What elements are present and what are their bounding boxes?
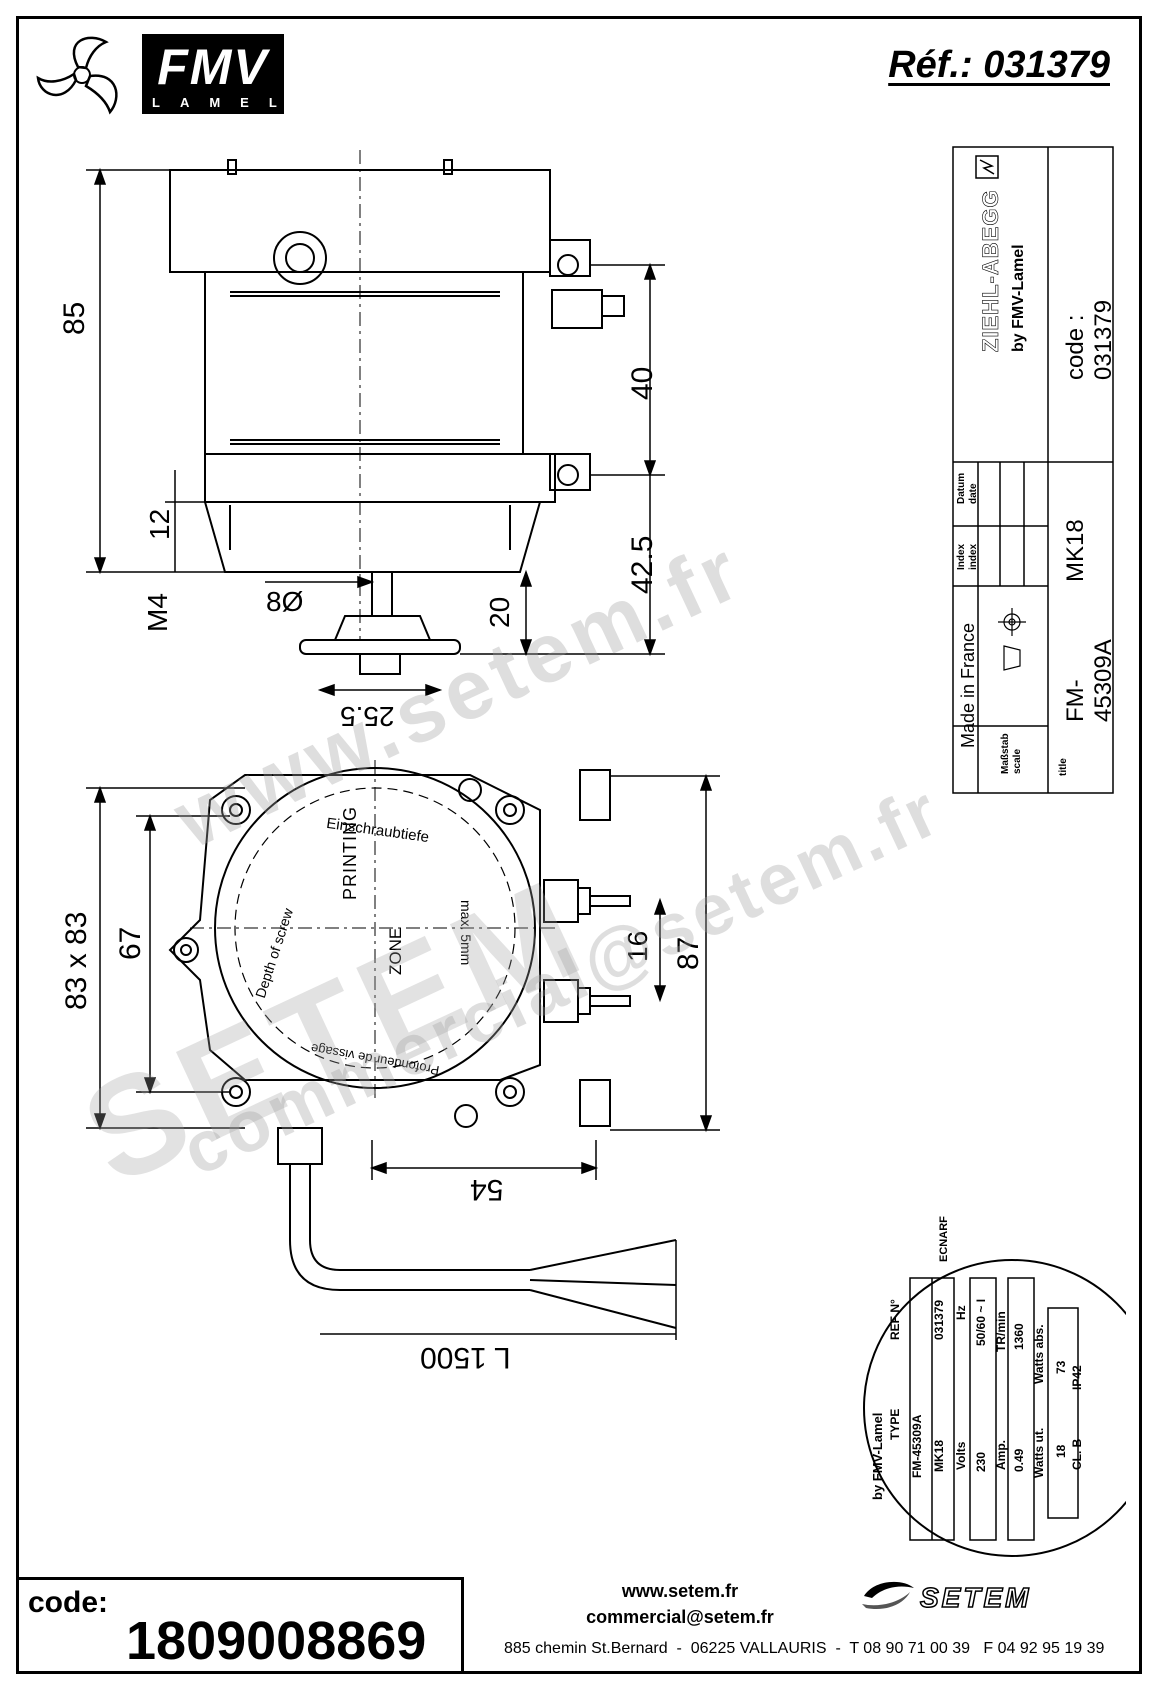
- plate-volts-value: 230: [974, 1451, 988, 1472]
- title-block-code: code : 031379: [1062, 299, 1117, 380]
- plate-hz-label: Hz: [954, 1305, 968, 1320]
- motor-body: [204, 271, 524, 455]
- lightning-icon: [975, 155, 999, 179]
- drawing-frame: [16, 16, 1142, 1674]
- plate-wabs-value: 73: [1054, 1360, 1068, 1374]
- dim-85: 85: [58, 301, 91, 335]
- plate-ip: IP42: [1070, 1365, 1084, 1390]
- col-scale2: scale: [1012, 748, 1023, 774]
- fan-icon: [36, 36, 118, 115]
- dim-83x83: 83 x 83: [60, 911, 93, 1010]
- plate-wut-label: Watts ut.: [1032, 1427, 1046, 1478]
- plate-ref-value: 031379: [932, 1299, 946, 1340]
- code-box: code: 1809008869: [16, 1577, 464, 1674]
- setem-logo-swoosh-icon: [862, 1581, 914, 1610]
- dim-m4: M4: [142, 593, 173, 632]
- motor-lower-flange: [204, 453, 556, 503]
- plate-model: MK18: [932, 1439, 946, 1472]
- dim-54: 54: [470, 1173, 504, 1206]
- col-date: date: [968, 483, 979, 504]
- footer-address: 885 chemin St.Bernard - 06225 VALLAURIS …: [504, 1640, 1105, 1657]
- col-title: title: [1058, 758, 1069, 776]
- plate-type-label: TYPE: [888, 1408, 902, 1440]
- projection-symbol-icon: [998, 608, 1026, 671]
- ziehl-abegg-sub: by FMV-Lamel: [1010, 244, 1027, 352]
- plate-tr-label: TR/min: [994, 1311, 1008, 1352]
- code-label: code:: [28, 1586, 109, 1619]
- plate-type-value: FM-45309A: [910, 1414, 924, 1478]
- col-index2: index: [968, 543, 979, 570]
- col-index: Index: [956, 543, 967, 570]
- plate-ref-label: REF N°: [888, 1299, 902, 1340]
- footer-website[interactable]: www.setem.fr: [621, 1581, 739, 1601]
- dim-cable-length: L 1500: [420, 1341, 511, 1374]
- label-plate: [863, 1259, 1126, 1557]
- plate-tr-value: 1360: [1012, 1323, 1026, 1350]
- plate-hz-value: 50/60 ~ I: [974, 1298, 988, 1346]
- dim-40: 40: [626, 366, 659, 400]
- plate-country-letters: E C N A R F: [938, 1216, 950, 1262]
- plate-amp-value: 0.49: [1012, 1448, 1026, 1472]
- title-block-model: FM-45309A: [1062, 639, 1117, 722]
- plate-volts-label: Volts: [954, 1441, 968, 1470]
- setem-logo-text: SETEM: [919, 1581, 1032, 1614]
- reference-number: Réf.: 031379: [888, 44, 1110, 86]
- col-datum: Datum: [956, 472, 967, 504]
- footer-email[interactable]: commercial@setem.fr: [586, 1607, 774, 1627]
- title-block: [952, 146, 1114, 794]
- col-scale1: Maßstab: [1000, 733, 1011, 774]
- dim-67: 67: [114, 926, 147, 960]
- fmv-lamel-logo: FMV LAMEL: [142, 34, 284, 114]
- title-block-model-short: MK18: [1062, 519, 1089, 582]
- plate-class: CL. B: [1070, 1438, 1084, 1470]
- contact-block: www.setem.fr commercial@setem.fr: [560, 1578, 800, 1630]
- plate-wut-value: 18: [1054, 1444, 1068, 1458]
- made-in-france: Made in France: [958, 622, 978, 748]
- plate-wabs-label: Watts abs.: [1032, 1324, 1046, 1384]
- ziehl-abegg-label: ZIEHL-ABEGG: [978, 189, 1004, 352]
- plate-byline: by FMV-Lamel: [870, 1412, 885, 1500]
- plate-amp-label: Amp.: [994, 1440, 1008, 1470]
- dim-shaft-8: 8Ø: [266, 586, 304, 617]
- motor-bottom-cap: [204, 501, 541, 573]
- code-number: 1809008869: [126, 1611, 427, 1671]
- dim-12: 12: [144, 508, 175, 540]
